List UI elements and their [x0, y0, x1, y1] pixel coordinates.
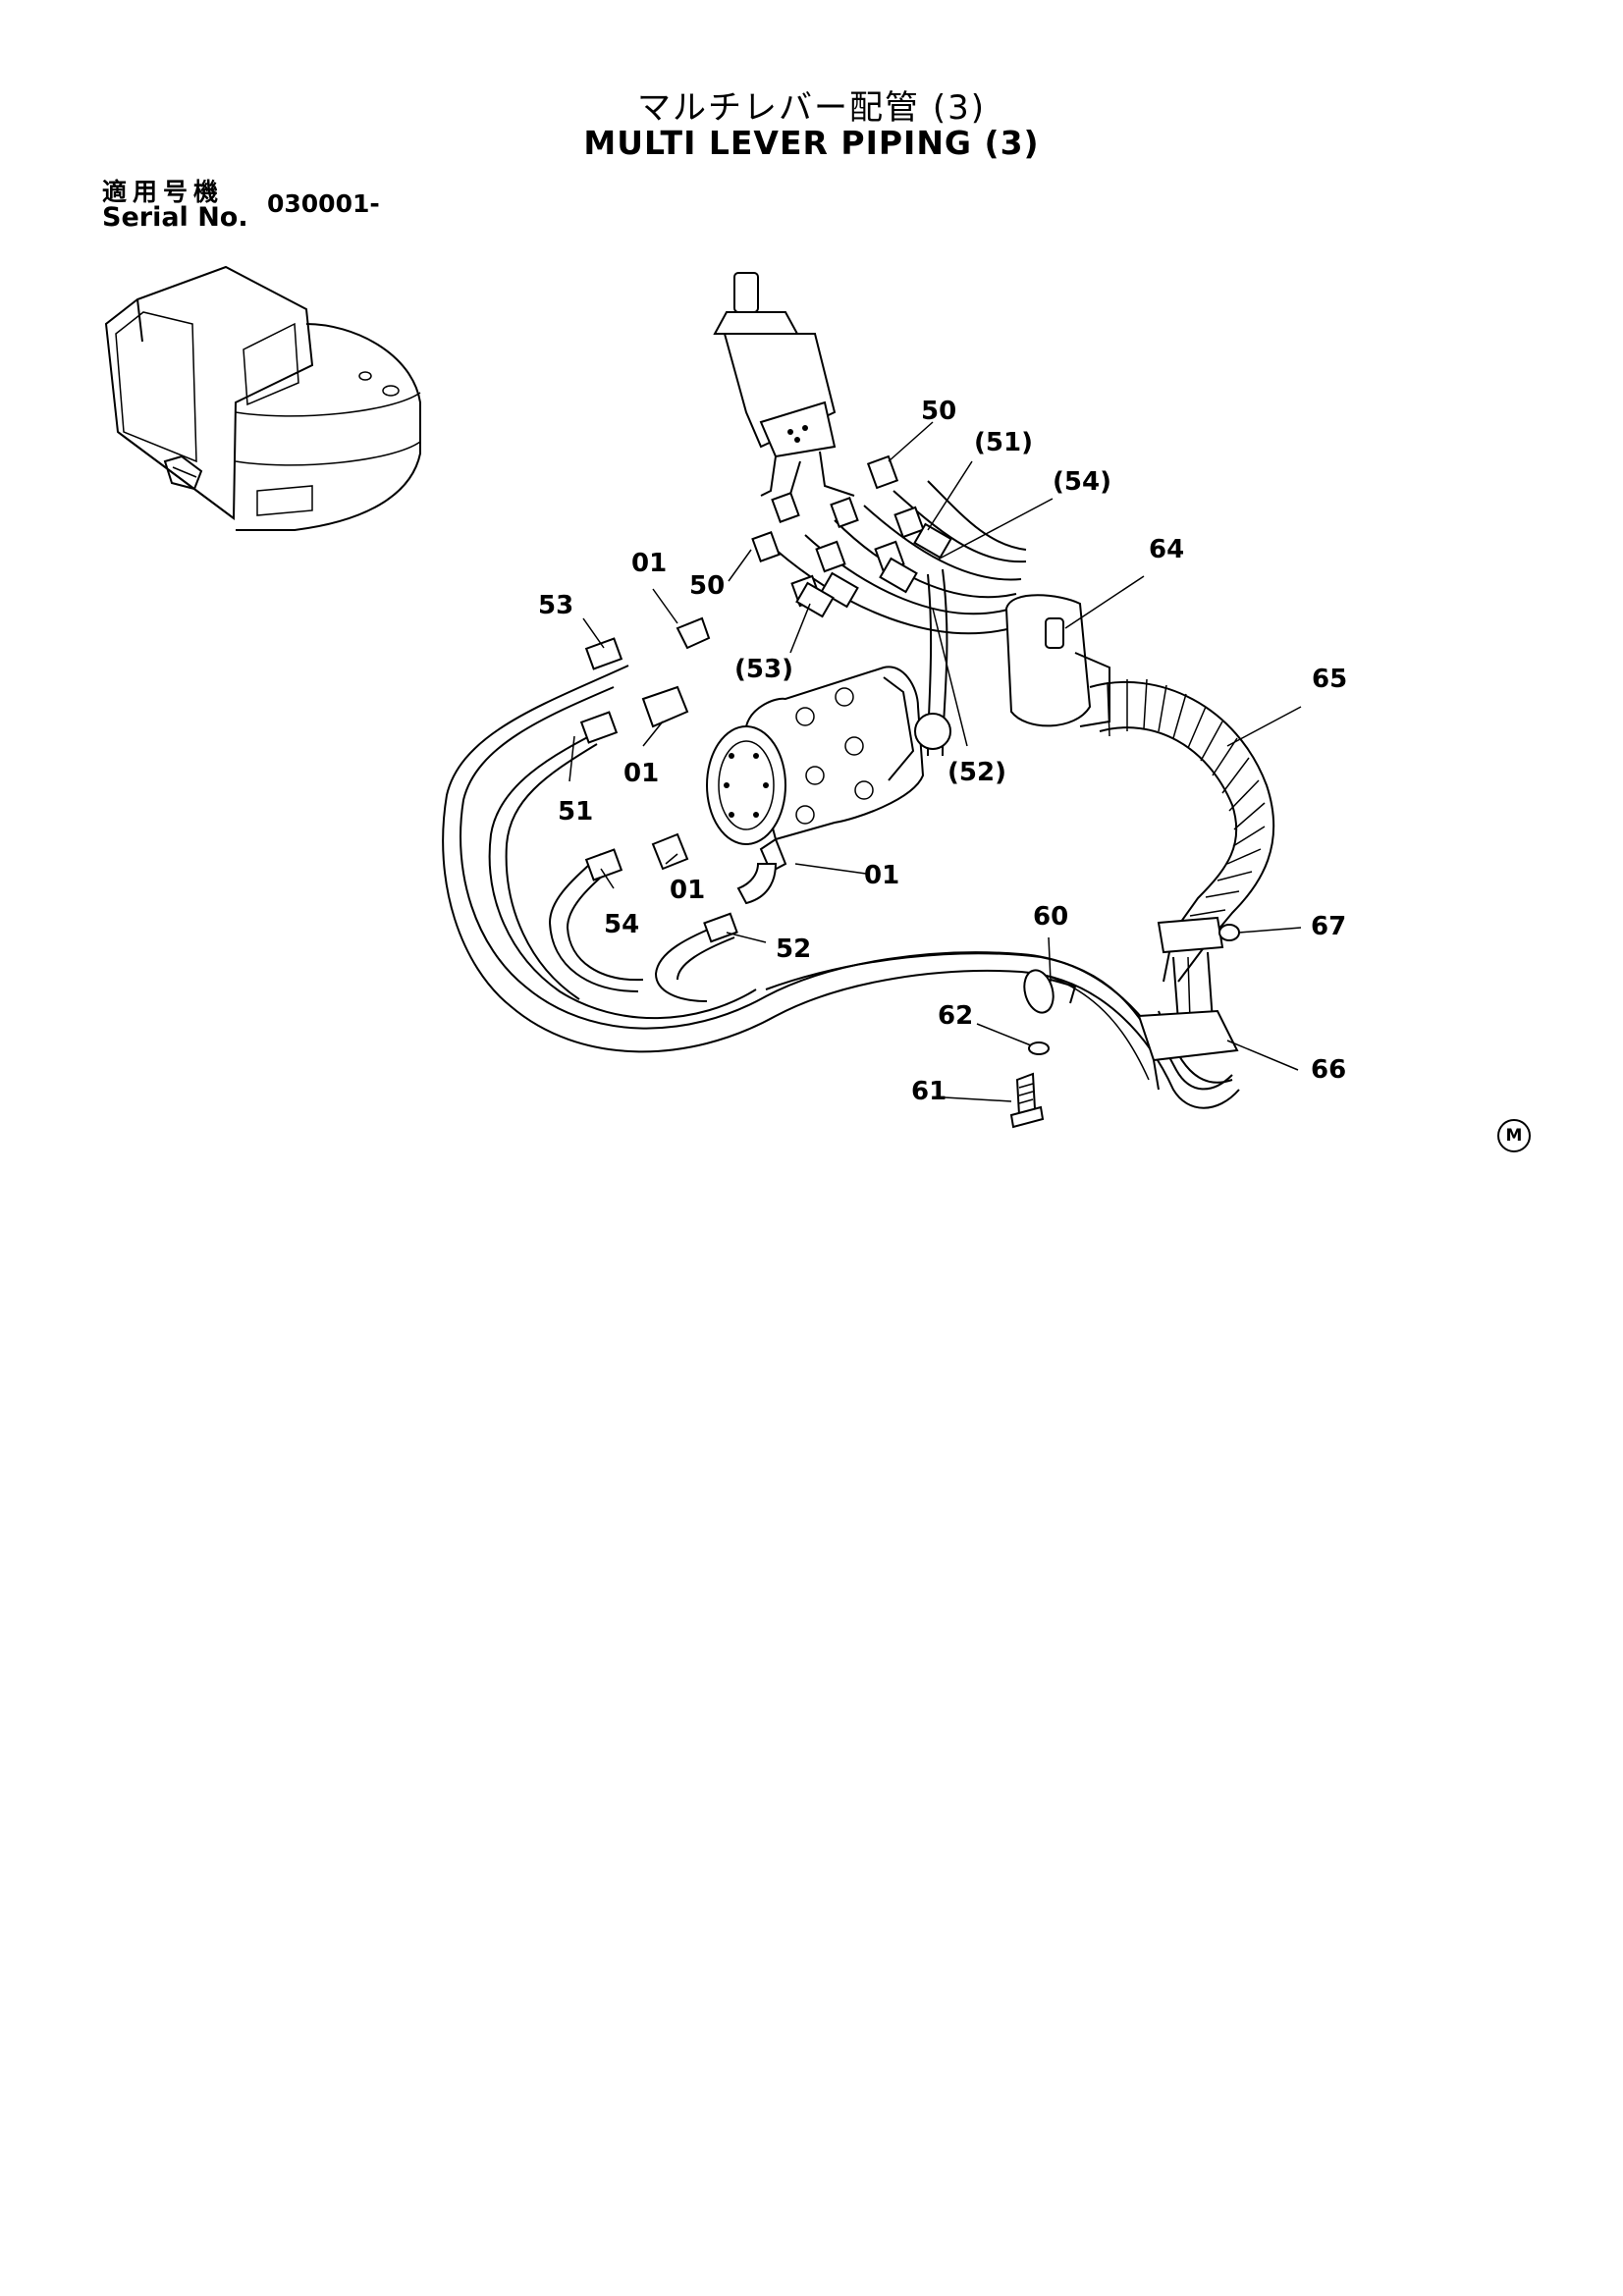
- callout-01-lower: 01: [670, 876, 705, 905]
- callout-54-bracketed: (54): [1053, 467, 1111, 497]
- corrugated-protector: [1089, 678, 1275, 983]
- callout-67: 67: [1311, 912, 1346, 941]
- page-title-japanese: マルチレバー配管 (3): [637, 88, 986, 128]
- callout-54: 54: [604, 910, 639, 939]
- band-clamp: [1023, 969, 1077, 1014]
- callout-65: 65: [1312, 665, 1347, 694]
- bolt: [1009, 1072, 1045, 1129]
- fittings-upper: [751, 454, 952, 618]
- callout-52-bracketed: (52): [947, 758, 1006, 787]
- serial-label: Serial No.: [102, 202, 248, 233]
- hose-bundle: [442, 665, 1240, 1109]
- callout-01-middle: 01: [623, 759, 659, 788]
- clamp-assembly: [1137, 916, 1240, 1091]
- callout-52: 52: [776, 934, 811, 964]
- callout-50-upper: 50: [921, 397, 956, 426]
- callout-64: 64: [1149, 535, 1184, 564]
- fittings-lower: [579, 616, 787, 943]
- callout-61: 61: [911, 1077, 947, 1106]
- serial-number-value: 030001-: [267, 189, 380, 218]
- callout-53: 53: [538, 591, 573, 620]
- callout-53-bracketed: (53): [734, 655, 793, 684]
- washer: [1028, 1041, 1050, 1055]
- tube-bundle-upper: [775, 480, 1027, 757]
- callout-51-bracketed: (51): [974, 428, 1033, 457]
- callout-60: 60: [1033, 902, 1068, 932]
- grommet: [1004, 594, 1110, 727]
- shuttle-valve: [706, 666, 951, 845]
- callout-51: 51: [558, 797, 593, 827]
- page-title-english: MULTI LEVER PIPING (3): [583, 124, 1040, 162]
- callout-62: 62: [938, 1001, 973, 1031]
- callout-50-lower: 50: [689, 571, 725, 601]
- callout-01-right: 01: [864, 861, 899, 890]
- part-labels: 50 (51) (54) 64 01 50 53 (53) 65 01 (52)…: [538, 397, 1347, 1106]
- pilot-valve: [713, 272, 855, 511]
- serial-label-japanese: 適用号機: [102, 178, 225, 206]
- callout-01-top: 01: [631, 549, 667, 578]
- manual-mark-icon: M: [1497, 1119, 1531, 1152]
- leader-lines: [568, 421, 1302, 1102]
- callout-66: 66: [1311, 1055, 1346, 1085]
- excavator-thumbnail: [104, 265, 421, 531]
